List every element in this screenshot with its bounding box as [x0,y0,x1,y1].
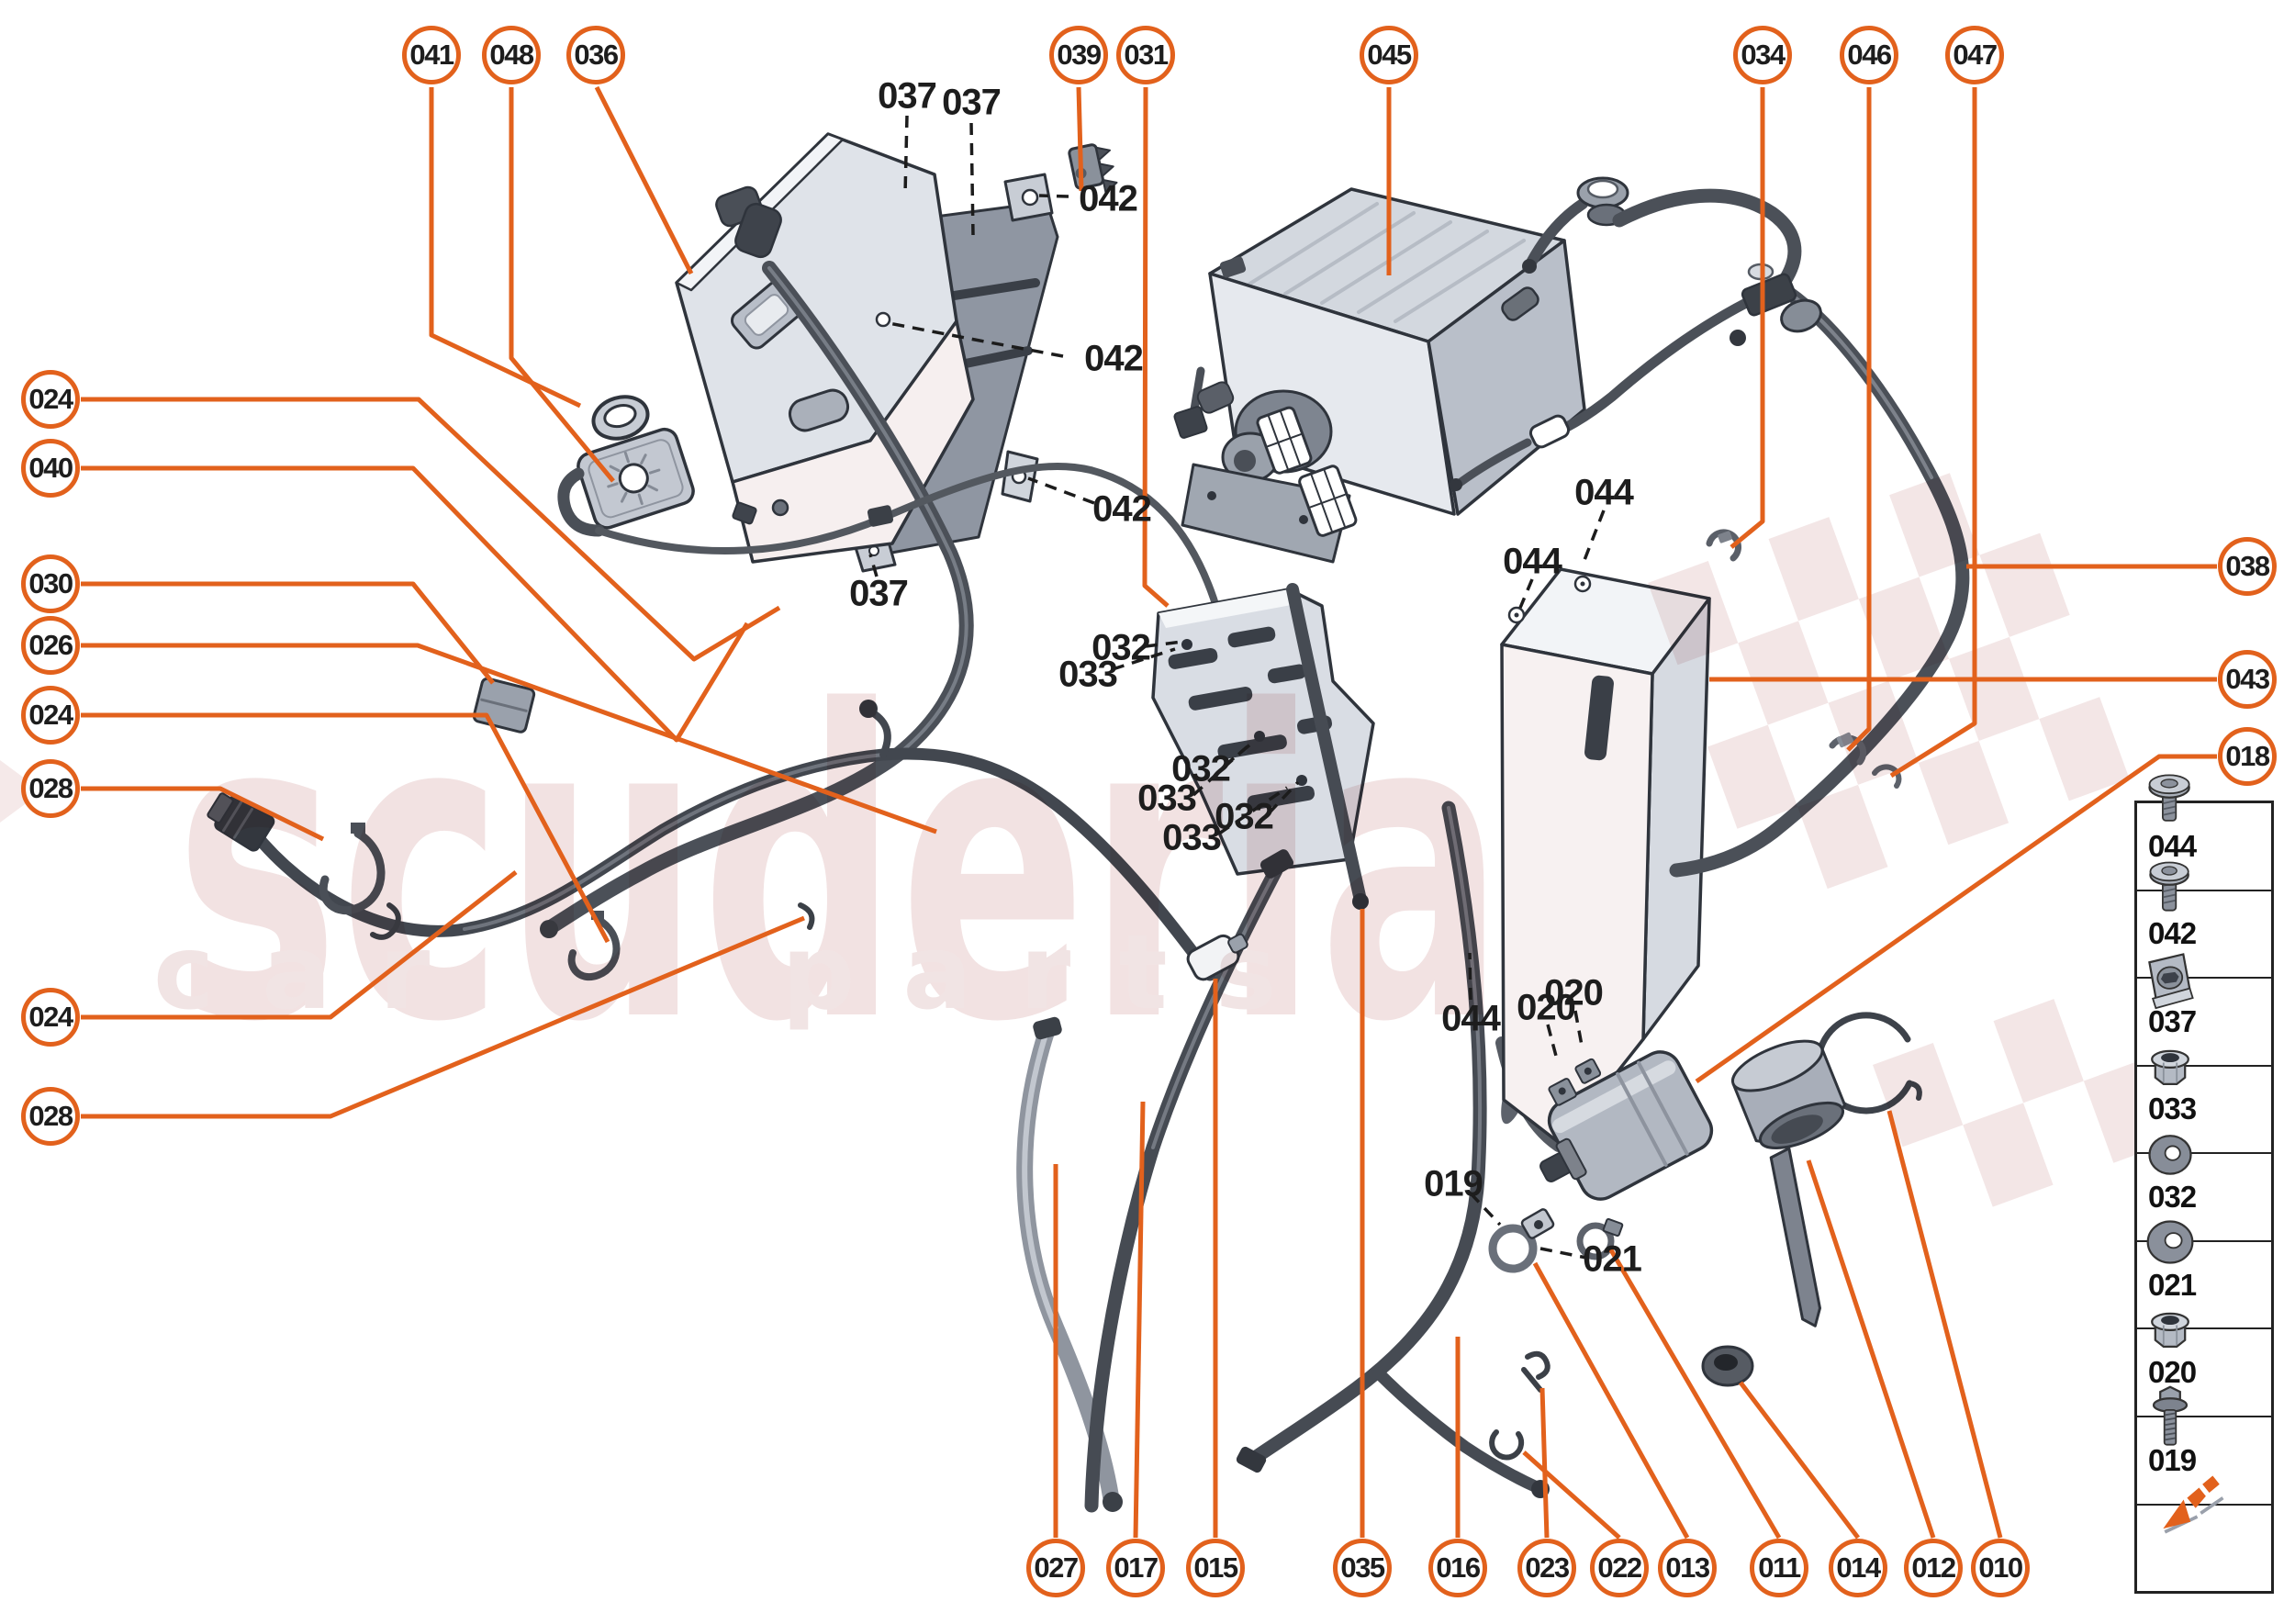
callout-024[interactable]: 024 [21,988,80,1047]
part-label-032: 032 [1171,748,1231,790]
legend-row-020: 020 [2137,1313,2271,1416]
fuel-filter [1539,1050,1714,1201]
callout-048[interactable]: 048 [482,26,541,84]
part-label-044: 044 [1574,472,1634,513]
vent-hose-elbow [540,185,974,938]
part-label-033: 033 [1162,817,1222,858]
screw-icon [2149,861,2189,912]
callout-024[interactable]: 024 [21,370,80,429]
callout-028[interactable]: 028 [21,1087,80,1146]
part-label-032: 032 [1092,627,1151,668]
part-label-020: 020 [1517,987,1576,1028]
callout-017[interactable]: 017 [1106,1539,1165,1597]
wiring-harness [207,700,1216,981]
callout-046[interactable]: 046 [1840,26,1898,84]
fastener-legend: 044 042 037 [2134,774,2274,1594]
hose-clamp [1576,1217,1624,1260]
valve-part [1186,933,1248,981]
small-clip-f [1521,1350,1551,1393]
dashed-leaders [868,115,1606,1260]
part-label-019: 019 [1424,1163,1483,1204]
vent-hose-short [1286,583,1369,910]
flange-nut-icon [2151,1049,2189,1085]
part-label-044: 044 [1441,998,1501,1039]
part-label-044: 044 [1503,541,1562,582]
callout-011[interactable]: 011 [1750,1539,1808,1597]
small-clip-c [1489,1429,1525,1461]
part-label-020: 020 [1544,972,1604,1014]
part-label-033: 033 [1137,778,1197,819]
legend-label: 020 [2148,1355,2197,1390]
callout-030[interactable]: 030 [21,554,80,613]
funnel-part [1730,1039,1847,1327]
callout-024[interactable]: 024 [21,686,80,745]
callout-023[interactable]: 023 [1517,1539,1576,1597]
part-label-037: 037 [878,75,937,117]
callout-047[interactable]: 047 [1945,26,2004,84]
callout-026[interactable]: 026 [21,616,80,675]
part-label-037: 037 [942,82,1002,123]
legend-label: 042 [2148,916,2197,951]
part-label-042: 042 [1084,338,1144,379]
callout-022[interactable]: 022 [1590,1539,1649,1597]
part-label-033: 033 [1058,654,1118,695]
legend-row-044: 044 [2137,774,2271,890]
callout-027[interactable]: 027 [1026,1539,1085,1597]
bolt-icon [2152,1385,2189,1446]
callout-010[interactable]: 010 [1971,1539,2030,1597]
legend-row-021: 021 [2137,1220,2271,1328]
callout-036[interactable]: 036 [566,26,625,84]
fuel-hose-assembly-038 [1450,176,1970,878]
part-label-032: 032 [1215,796,1274,837]
gasket-ring [591,395,650,441]
washer-icon [2146,1220,2194,1264]
part-label-021: 021 [1583,1238,1642,1280]
callout-028[interactable]: 028 [21,759,80,818]
callout-043[interactable]: 043 [2218,650,2277,709]
harness-connector [207,792,275,852]
shield-fasteners [732,498,789,525]
part-label-037: 037 [849,573,909,614]
callout-035[interactable]: 035 [1333,1539,1392,1597]
screw-icon [2148,774,2190,822]
legend-row-arrow [2137,1474,2271,1592]
washer-icon [2148,1135,2192,1175]
callout-013[interactable]: 013 [1658,1539,1717,1597]
seal-pad [577,427,695,530]
fuel-hose-long [1084,849,1294,1513]
callout-040[interactable]: 040 [21,439,80,498]
callout-014[interactable]: 014 [1829,1539,1887,1597]
legend-label: 021 [2148,1267,2197,1302]
callout-018[interactable]: 018 [2218,727,2277,786]
legend-label: 019 [2148,1442,2197,1477]
grommet [1701,1345,1754,1387]
part-label-042: 042 [1079,178,1138,219]
callout-039[interactable]: 039 [1049,26,1108,84]
legend-label: 044 [2148,828,2197,863]
callout-016[interactable]: 016 [1428,1539,1487,1597]
callout-015[interactable]: 015 [1186,1539,1245,1597]
part-label-042: 042 [1092,488,1152,530]
p-clamp [1488,1208,1555,1273]
callout-031[interactable]: 031 [1116,26,1175,84]
direction-arrow-icon [2163,1474,2224,1534]
legend-row-019: 019 [2137,1385,2271,1504]
legend-label: 032 [2148,1180,2197,1215]
legend-row-037: 037 [2137,953,2271,1065]
legend-row-042: 042 [2137,861,2271,978]
callout-038[interactable]: 038 [2218,537,2277,596]
callout-034[interactable]: 034 [1733,26,1792,84]
callout-045[interactable]: 045 [1360,26,1418,84]
clip-nut-icon [2148,953,2194,1010]
legend-label: 037 [2148,1003,2197,1038]
mounting-bracket-031 [1151,588,1375,876]
flange-nut-icon [2151,1313,2189,1349]
callout-041[interactable]: 041 [402,26,461,84]
callout-012[interactable]: 012 [1904,1539,1963,1597]
